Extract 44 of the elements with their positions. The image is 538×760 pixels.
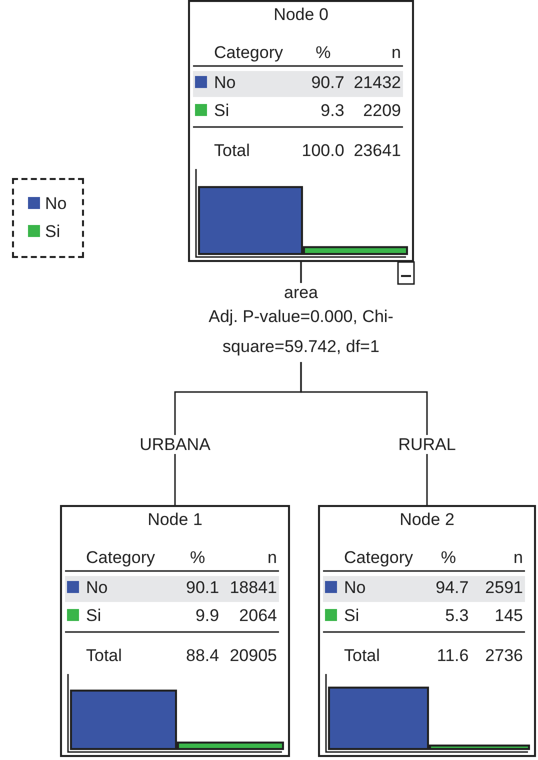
column-header: Category — [214, 43, 283, 63]
table-cell: Si — [86, 606, 102, 626]
table-cell: No — [86, 578, 108, 598]
column-header: % — [440, 548, 457, 568]
table-cell: 18841 — [230, 578, 277, 598]
column-header: n — [268, 548, 277, 568]
table-cell: 11.6 — [436, 646, 469, 666]
table-cell: 23641 — [354, 141, 401, 161]
table-cell: Total — [214, 141, 250, 161]
table-cell: No — [344, 578, 366, 598]
legend-label: No — [45, 194, 67, 213]
table-cell: 9.9 — [195, 606, 220, 626]
tree-node-box — [60, 505, 290, 757]
table-cell: Total — [344, 646, 380, 666]
column-header: % — [189, 548, 206, 568]
table-cell: Si — [344, 606, 360, 626]
table-cell: 94.7 — [436, 578, 469, 598]
table-cell: 20905 — [230, 646, 277, 666]
table-cell: 2064 — [239, 606, 277, 626]
tree-node-box — [318, 505, 536, 757]
node-title: Node 0 — [272, 5, 330, 25]
table-cell: 9.3 — [320, 101, 344, 121]
table-cell: 2591 — [485, 578, 523, 598]
table-cell: Si — [214, 101, 230, 121]
column-header: n — [392, 43, 401, 63]
table-cell: Total — [86, 646, 122, 666]
table-cell: 5.3 — [445, 606, 469, 626]
column-header: Category — [344, 548, 413, 568]
column-header: % — [314, 43, 332, 63]
table-cell: 2736 — [485, 646, 523, 666]
tree-node-box — [188, 0, 414, 262]
table-cell: 90.7 — [311, 73, 344, 93]
table-cell: 100.0 — [302, 141, 344, 161]
column-header: n — [514, 548, 523, 568]
table-cell: 88.4 — [186, 646, 220, 666]
node-title: Node 2 — [398, 510, 456, 530]
table-cell: 2209 — [363, 101, 401, 121]
column-header: Category — [86, 548, 155, 568]
table-cell: 145 — [494, 606, 523, 626]
table-cell: No — [214, 73, 236, 93]
node-title: Node 1 — [146, 510, 204, 530]
table-cell: 90.1 — [186, 578, 220, 598]
table-cell: 21432 — [354, 73, 401, 93]
legend-label: Si — [45, 222, 60, 241]
